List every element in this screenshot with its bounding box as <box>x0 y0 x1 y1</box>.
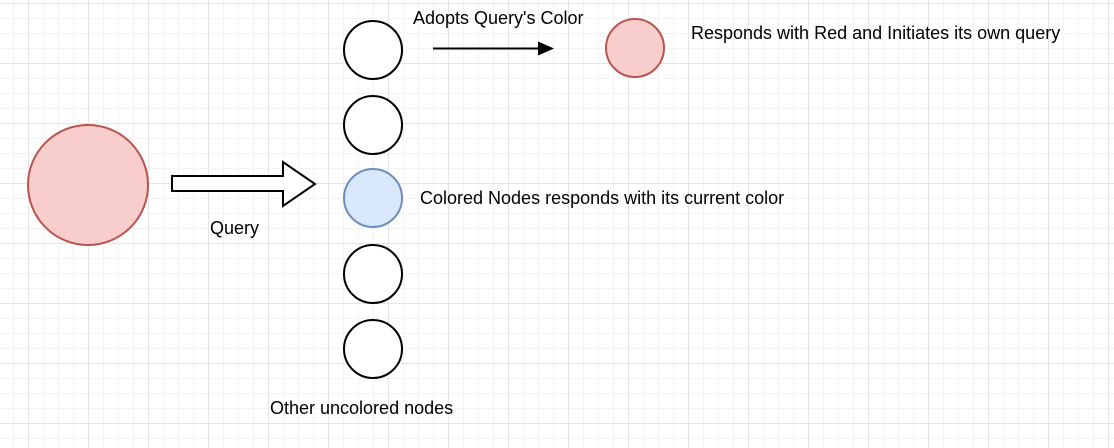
colored-node[interactable] <box>343 168 403 228</box>
adopts-arrow-icon[interactable] <box>433 41 554 56</box>
uncolored-node-3[interactable] <box>343 244 403 304</box>
uncolored-nodes-label[interactable]: Other uncolored nodes <box>270 398 454 418</box>
uncolored-node-4[interactable] <box>343 319 403 379</box>
colored-nodes-label[interactable]: Colored Nodes responds with its current … <box>420 188 785 208</box>
query-node[interactable] <box>27 124 149 246</box>
responder-node[interactable] <box>605 18 665 78</box>
query-block-arrow-icon[interactable] <box>171 160 317 208</box>
responds-red-label[interactable]: Responds with Red and Initiates its own … <box>691 23 1061 43</box>
adopts-query-color-label[interactable]: Adopts Query's Color <box>413 8 584 28</box>
uncolored-node-1[interactable] <box>343 20 403 80</box>
uncolored-node-2[interactable] <box>343 95 403 155</box>
query-label[interactable]: Query <box>210 218 260 238</box>
